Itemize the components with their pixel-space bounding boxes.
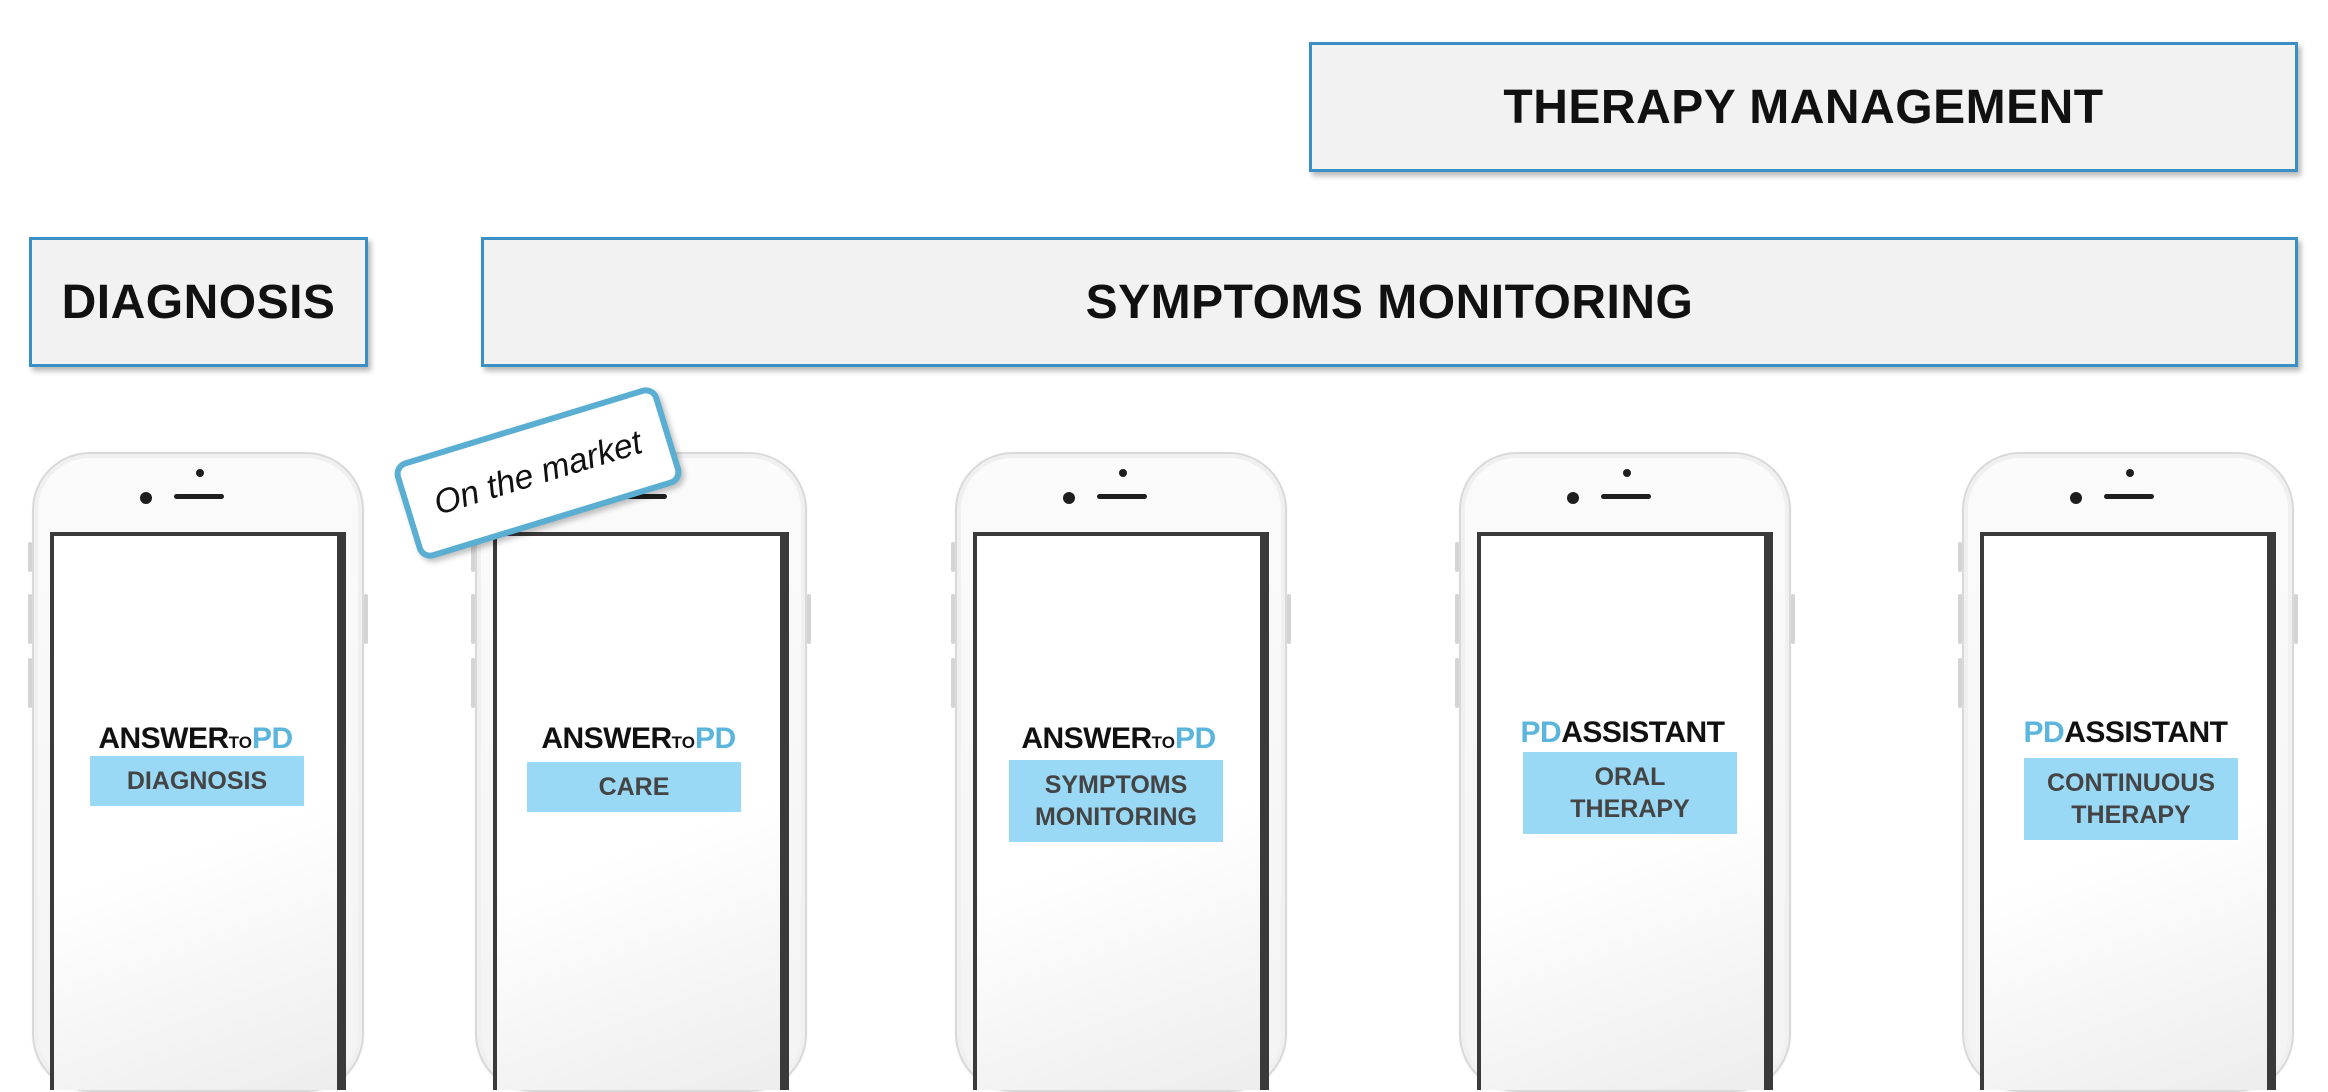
logo-part: PD — [694, 722, 736, 755]
logo-part: ANSWER — [98, 722, 229, 755]
app-tag-care: CARE — [527, 762, 741, 812]
phone-side-button — [28, 542, 32, 572]
tag-line: THERAPY — [1570, 795, 1690, 823]
logo-part: TO — [671, 733, 695, 752]
diagnosis-band: DIAGNOSIS — [29, 237, 368, 367]
sensor-dot — [196, 469, 204, 477]
answertopd-logo: ANSWERTOPD — [54, 722, 337, 756]
camera-icon — [140, 492, 152, 504]
logo-part: PD — [2023, 716, 2065, 749]
camera-icon — [1063, 492, 1075, 504]
sensor-dot — [1119, 469, 1127, 477]
answertopd-logo: ANSWERTOPD — [497, 722, 780, 756]
phone-screen: ANSWERTOPD DIAGNOSIS — [50, 532, 346, 1090]
logo-part: TO — [228, 733, 252, 752]
tag-line: DIAGNOSIS — [126, 767, 268, 795]
phone-screen: ANSWERTOPD SYMPTOMS MONITORING — [973, 532, 1269, 1090]
speaker-grille — [1601, 494, 1651, 499]
phone-side-button — [1287, 594, 1291, 644]
tag-line: CONTINUOUS — [2046, 769, 2216, 797]
phone-answertopd-diagnosis: ANSWERTOPD DIAGNOSIS — [28, 452, 368, 1092]
camera-icon — [1567, 492, 1579, 504]
phone-side-button — [28, 658, 32, 708]
logo-part: ASSISTANT — [1561, 716, 1725, 749]
app-tag-symptoms-monitoring: SYMPTOMS MONITORING — [1009, 760, 1223, 842]
phone-screen: ANSWERTOPD CARE — [493, 532, 789, 1090]
sensor-dot — [1623, 469, 1631, 477]
tag-line: ORAL — [1594, 763, 1666, 791]
therapy-management-label: THERAPY MANAGEMENT — [1503, 80, 2104, 134]
phone-side-button — [1958, 658, 1962, 708]
speaker-grille — [2104, 494, 2154, 499]
phone-side-button — [471, 658, 475, 708]
pdassistant-logo: PDASSISTANT — [1984, 716, 2267, 750]
diagnosis-label: DIAGNOSIS — [61, 275, 336, 329]
phone-pdassistant-oral-therapy: PDASSISTANT ORAL THERAPY — [1455, 452, 1795, 1092]
speaker-grille — [1097, 494, 1147, 499]
logo-part: PD — [1174, 722, 1216, 755]
phone-side-button — [1958, 542, 1962, 572]
pdassistant-logo: PDASSISTANT — [1481, 716, 1764, 750]
tag-line: THERAPY — [2071, 801, 2191, 829]
app-tag-oral-therapy: ORAL THERAPY — [1523, 752, 1737, 834]
tag-line: SYMPTOMS — [1044, 771, 1188, 799]
phone-side-button — [951, 542, 955, 572]
tag-line: CARE — [598, 773, 670, 801]
phone-side-button — [28, 594, 32, 644]
phone-side-button — [951, 594, 955, 644]
speaker-grille — [617, 494, 667, 499]
phone-side-button — [1455, 594, 1459, 644]
symptoms-monitoring-label: SYMPTOMS MONITORING — [1085, 275, 1694, 329]
phone-side-button — [1958, 594, 1962, 644]
phone-screen: PDASSISTANT ORAL THERAPY — [1477, 532, 1773, 1090]
phone-side-button — [807, 594, 811, 644]
phone-side-button — [1455, 542, 1459, 572]
logo-part: ASSISTANT — [2064, 716, 2228, 749]
phone-answertopd-care: ANSWERTOPD CARE — [471, 452, 811, 1092]
speaker-grille — [174, 494, 224, 499]
logo-part: PD — [1520, 716, 1562, 749]
app-tag-continuous-therapy: CONTINUOUS THERAPY — [2024, 758, 2238, 840]
phone-pdassistant-continuous-therapy: PDASSISTANT CONTINUOUS THERAPY — [1958, 452, 2298, 1092]
app-tag-diagnosis: DIAGNOSIS — [90, 756, 304, 806]
phone-screen: PDASSISTANT CONTINUOUS THERAPY — [1980, 532, 2276, 1090]
logo-part: ANSWER — [1021, 722, 1152, 755]
logo-part: TO — [1151, 733, 1175, 752]
phone-side-button — [1791, 594, 1795, 644]
therapy-management-band: THERAPY MANAGEMENT — [1309, 42, 2298, 172]
logo-part: ANSWER — [541, 722, 672, 755]
phone-side-button — [471, 542, 475, 572]
phone-answertopd-symptoms-monitoring: ANSWERTOPD SYMPTOMS MONITORING — [951, 452, 1291, 1092]
phone-side-button — [471, 594, 475, 644]
sensor-dot — [2126, 469, 2134, 477]
tag-line: MONITORING — [1034, 803, 1198, 831]
logo-part: PD — [251, 722, 293, 755]
camera-icon — [2070, 492, 2082, 504]
answertopd-logo: ANSWERTOPD — [977, 722, 1260, 756]
phone-side-button — [2294, 594, 2298, 644]
symptoms-monitoring-band: SYMPTOMS MONITORING — [481, 237, 2298, 367]
phone-side-button — [364, 594, 368, 644]
phone-side-button — [1455, 658, 1459, 708]
phone-side-button — [951, 658, 955, 708]
